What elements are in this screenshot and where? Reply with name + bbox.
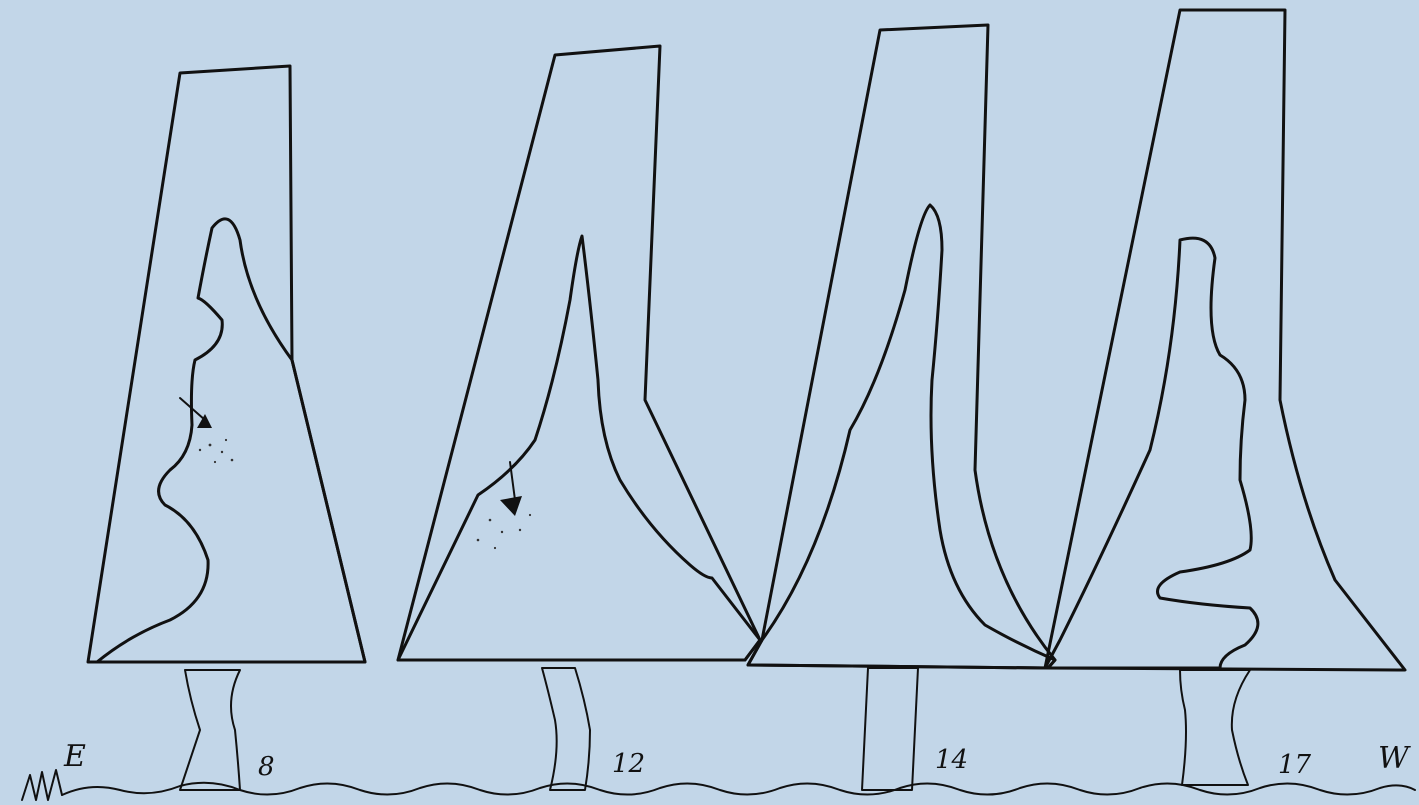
east-label: E [63, 739, 86, 774]
tree-17-open-area [1045, 238, 1258, 668]
tree-12-number: 12 [612, 749, 645, 779]
west-label: W [1378, 741, 1411, 776]
tree-12-trunk [542, 668, 590, 790]
tree-12-crown-outline [398, 46, 760, 660]
tree-17-crown-outline [1045, 10, 1405, 670]
tree-14-open-area [748, 205, 1055, 668]
tree-8-marker-arrow [180, 398, 212, 428]
tree-12: 12 [398, 46, 760, 790]
tree-17-trunk [1180, 670, 1250, 785]
grass-tuft [22, 770, 62, 800]
tree-8-crown-outline [88, 66, 365, 662]
tree-14-number: 14 [935, 745, 968, 775]
tree-12-marker-arrow [500, 462, 522, 516]
tree-12-stipple-spot [477, 514, 531, 549]
tree-8-open-area [97, 219, 365, 662]
tree-17: 17 [1045, 10, 1405, 785]
tree-14-trunk [862, 668, 918, 790]
tree-14-crown-outline [748, 25, 1055, 668]
tree-17-number: 17 [1278, 750, 1312, 780]
tree-8-stipple-spot [199, 439, 234, 463]
tree-8-number: 8 [258, 752, 275, 782]
tree-8-trunk [180, 670, 240, 790]
tree-8: 8 [88, 66, 365, 790]
tree-14: 14 [748, 25, 1055, 790]
